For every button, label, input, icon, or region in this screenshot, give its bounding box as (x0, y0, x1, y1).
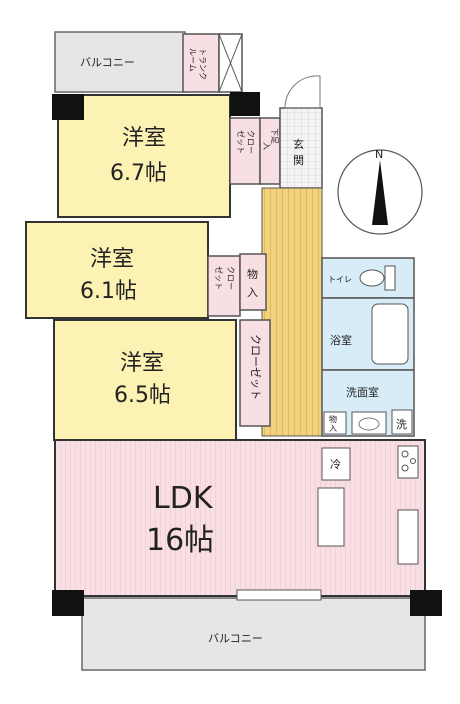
ldk (54, 439, 426, 597)
storage-2-label-1: 物 (329, 414, 337, 424)
fridge-box (321, 447, 351, 481)
washroom-label: 洗面室 (346, 385, 379, 399)
bedroom-2-size: 6.1帖 (80, 279, 137, 304)
trunk-room (182, 33, 220, 93)
bedroom-2-name: 洋室 (90, 247, 134, 272)
bedroom-2 (25, 221, 209, 319)
bathroom-label: 浴室 (330, 333, 352, 347)
storage-2 (323, 411, 347, 435)
toilet-label: トイレ (328, 275, 352, 284)
storage-1-label-2: 入 (247, 286, 258, 299)
balcony-top (54, 31, 186, 93)
bedroom-3-size: 6.5帖 (114, 383, 171, 408)
balcony-bottom-label: バルコニー (208, 632, 263, 645)
closet-2 (207, 255, 241, 317)
toilet-bowl-icon (384, 265, 396, 291)
bedroom-3 (53, 319, 237, 441)
bathtub-icon (371, 303, 409, 365)
washer-label: 洗 (396, 418, 407, 431)
ldk-size: 16帖 (146, 523, 214, 558)
shoe-box-label-1: 下足 (270, 128, 279, 144)
entrance-label-2: 関 (293, 154, 304, 167)
storage-2-label-2: 入 (329, 424, 337, 433)
hallway (261, 187, 323, 437)
storage-1 (239, 253, 267, 311)
balcony-top-label: バルコニー (80, 56, 135, 69)
ldk-name: LDK (153, 481, 214, 516)
closet-3-label: クローゼット (249, 334, 262, 400)
compass-icon: N (337, 148, 423, 235)
closet-2-label-1: クロー (226, 266, 235, 290)
closet-1 (229, 117, 261, 185)
washer-box (391, 409, 413, 435)
window (236, 589, 322, 601)
closet-3 (239, 319, 271, 427)
bedroom-3-name: 洋室 (120, 351, 164, 376)
bedroom-1-size: 6.7帖 (110, 161, 167, 186)
closet-1-label-2: ゼット (236, 130, 246, 154)
trunk-room-label-2: ルーム (188, 48, 197, 72)
fridge-label: 冷 (330, 458, 341, 471)
storage-1-label-1: 物 (247, 267, 258, 281)
shoe-box-label-2: 入 (262, 142, 271, 150)
bedroom-1-name: 洋室 (122, 126, 166, 151)
trunk-room-label-1: トランク (198, 48, 207, 80)
bedroom-1 (57, 94, 231, 218)
kitchen-sink-icon (397, 509, 419, 565)
kitchen-counter (317, 487, 345, 547)
entrance-label-1: 玄 (293, 137, 304, 151)
closet-1-label-1: クロー (246, 130, 255, 154)
compass-north-label: N (375, 148, 383, 161)
balcony-bottom (81, 597, 426, 671)
closet-2-label-2: ゼット (214, 266, 224, 290)
